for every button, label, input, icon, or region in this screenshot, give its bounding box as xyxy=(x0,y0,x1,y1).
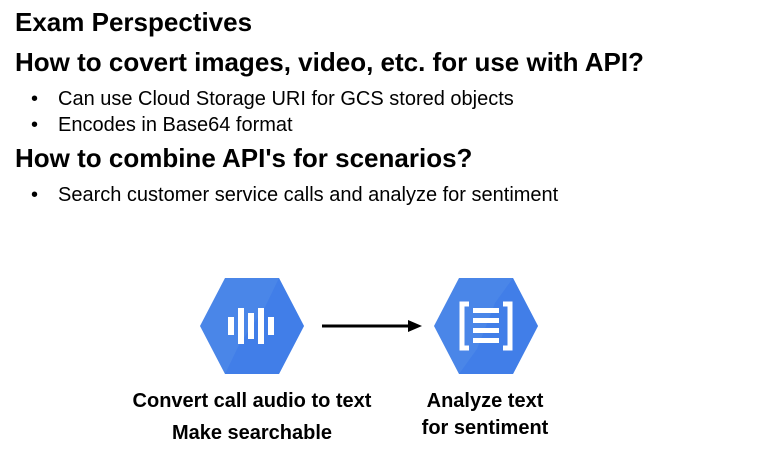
natural-language-hexagon-icon xyxy=(433,277,539,375)
slide-title: Exam Perspectives xyxy=(15,7,253,37)
list-item: • Encodes in Base64 format xyxy=(0,112,514,138)
bullet-list-convert-media: • Can use Cloud Storage URI for GCS stor… xyxy=(0,86,514,138)
speech-to-text-hexagon-icon xyxy=(199,277,305,375)
speech-caption-line-1: Convert call audio to text xyxy=(132,390,372,412)
language-caption-line-2: for sentiment xyxy=(421,417,549,439)
list-item: • Can use Cloud Storage URI for GCS stor… xyxy=(0,86,514,112)
bullet-text: Encodes in Base64 format xyxy=(58,114,293,136)
bullet-text: Can use Cloud Storage URI for GCS stored… xyxy=(58,88,514,110)
language-caption-line-1: Analyze text xyxy=(426,390,544,412)
bullet-list-combine-apis: • Search customer service calls and anal… xyxy=(0,182,558,208)
speech-caption-line-2: Make searchable xyxy=(171,422,333,444)
list-item: • Search customer service calls and anal… xyxy=(0,182,558,208)
bullet-marker: • xyxy=(31,88,39,110)
right-arrow-icon xyxy=(322,320,422,332)
bullet-text: Search customer service calls and analyz… xyxy=(58,184,559,206)
bullet-marker: • xyxy=(31,114,39,136)
section-heading-combine-apis: How to combine API's for scenarios? xyxy=(15,143,473,173)
section-heading-convert-media: How to covert images, video, etc. for us… xyxy=(15,47,644,77)
bullet-marker: • xyxy=(31,184,39,206)
